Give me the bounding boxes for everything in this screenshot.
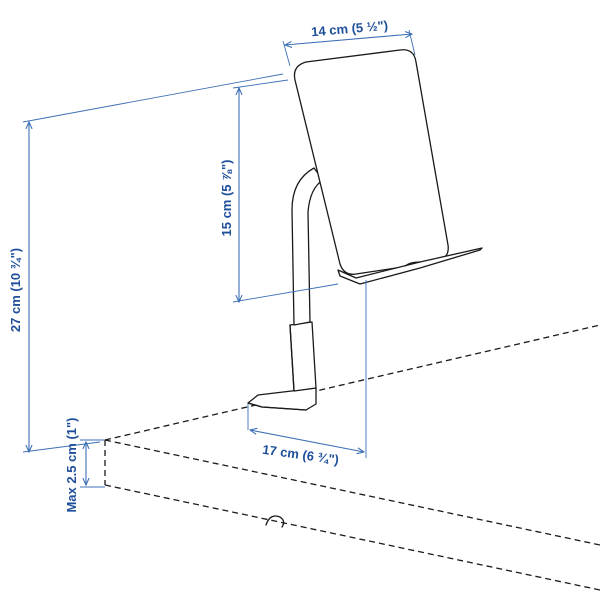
desk-outline bbox=[104, 324, 600, 591]
clamp-knob bbox=[265, 515, 285, 528]
label-total-height: 27 cm (10 ¾") bbox=[8, 248, 23, 332]
label-top-width: 14 cm (5 ½") bbox=[311, 18, 389, 40]
dimension-max-thickness: Max 2.5 cm (1") bbox=[64, 417, 105, 513]
dimension-total-height: 27 cm (10 ¾") bbox=[8, 73, 284, 452]
dimension-top-width: 14 cm (5 ½") bbox=[282, 18, 416, 67]
tablet-holder bbox=[293, 49, 483, 285]
clamp-base bbox=[247, 387, 317, 411]
label-holder-height: 15 cm (5 ⅞") bbox=[219, 160, 234, 237]
stand-pole bbox=[289, 167, 324, 392]
dimension-holder-height: 15 cm (5 ⅞") bbox=[219, 79, 339, 302]
label-max-thickness: Max 2.5 cm (1") bbox=[64, 417, 79, 512]
